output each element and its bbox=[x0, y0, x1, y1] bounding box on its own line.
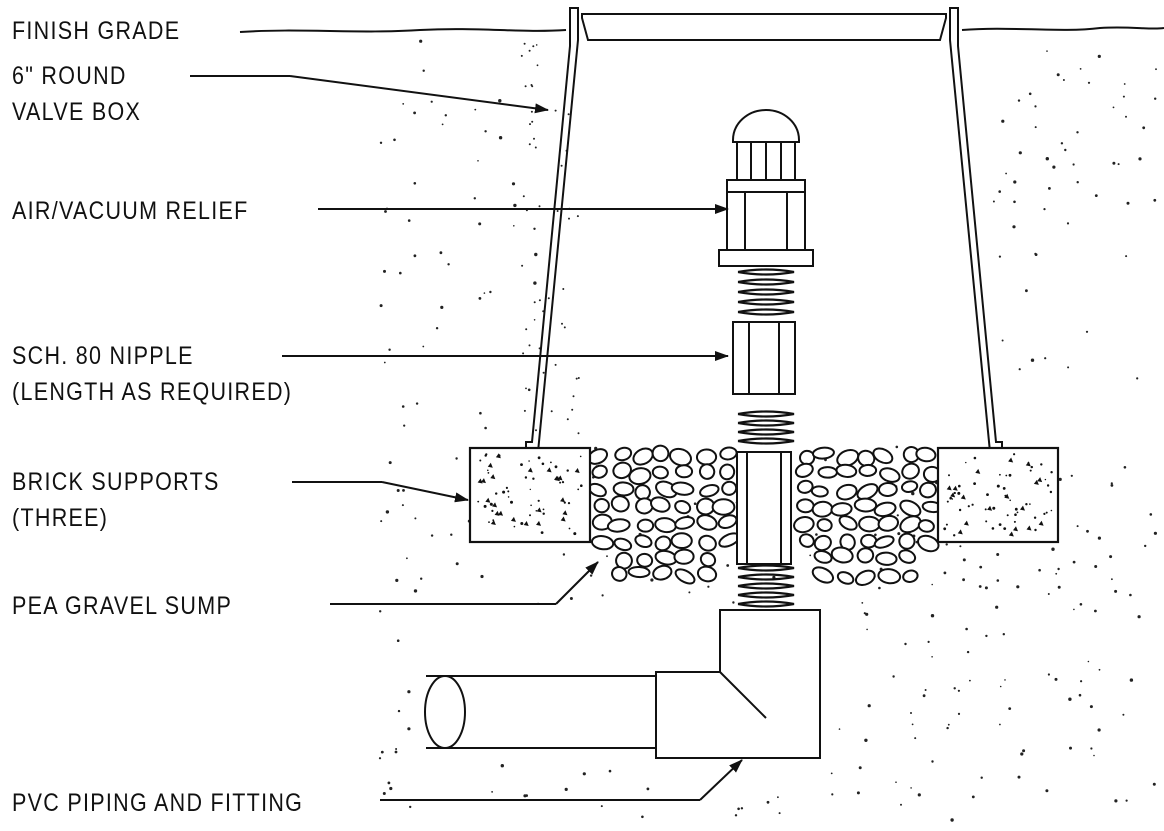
pvc-elbow-fitting bbox=[424, 609, 821, 759]
brick-supports bbox=[468, 446, 1060, 544]
label-brick-line2: (THREE) bbox=[12, 504, 109, 532]
label-finish-grade: FINISH GRADE bbox=[12, 17, 181, 45]
label-pea-gravel: PEA GRAVEL SUMP bbox=[12, 592, 233, 620]
label-brick-line1: BRICK SUPPORTS bbox=[12, 468, 220, 496]
pea-gravel-sump bbox=[587, 444, 943, 586]
finish-grade-line bbox=[239, 26, 1164, 33]
label-air-vacuum-relief: AIR/VACUUM RELIEF bbox=[12, 197, 249, 225]
brick-texture bbox=[477, 453, 1053, 537]
label-valve-box-line2: VALVE BOX bbox=[12, 98, 142, 126]
sch80-nipple bbox=[732, 321, 796, 395]
threaded-nipple-sections bbox=[737, 268, 795, 608]
riser-coupling bbox=[736, 451, 792, 565]
air-vacuum-relief-valve bbox=[718, 109, 814, 267]
label-nipple-line1: SCH. 80 NIPPLE bbox=[12, 342, 194, 370]
valve-box bbox=[525, 7, 1003, 453]
leader-lines bbox=[190, 75, 743, 801]
label-valve-box-line1: 6" ROUND bbox=[12, 62, 127, 90]
label-nipple-line2: (LENGTH AS REQUIRED) bbox=[12, 378, 293, 406]
label-pvc-piping: PVC PIPING AND FITTING bbox=[12, 789, 304, 817]
